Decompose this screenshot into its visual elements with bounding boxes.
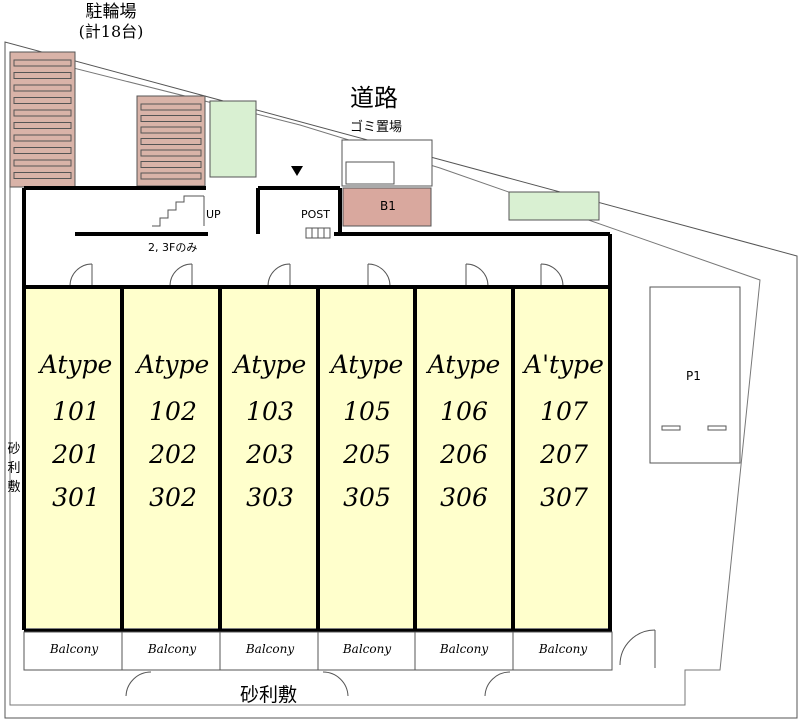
bike-slot <box>13 84 72 92</box>
balcony-label: Balcony <box>439 642 489 656</box>
unit-cell <box>222 289 316 628</box>
unit-type: Atype <box>233 350 307 379</box>
balcony-label: Balcony <box>342 642 392 656</box>
room-number: 103 <box>246 397 294 426</box>
door-swing <box>367 263 391 287</box>
door-swing <box>267 263 291 287</box>
door-swing <box>169 263 193 287</box>
room-number: 101 <box>52 397 100 426</box>
bike-slot <box>13 72 72 79</box>
room-number: 106 <box>440 397 488 426</box>
building-perimeter <box>9 51 761 706</box>
room-number: 201 <box>52 440 100 469</box>
balcony-label: Balcony <box>245 642 295 656</box>
planter-2 <box>508 191 600 221</box>
unit-type: Atype <box>427 350 501 379</box>
unit-cell <box>320 289 413 628</box>
balcony-dividers <box>121 632 514 670</box>
unit-column: Atype 105 205 305 <box>320 340 414 519</box>
bicycle-parking-label: 駐輪場 <box>85 2 137 22</box>
bike-slot <box>13 159 72 167</box>
stairs-up-label: UP <box>206 208 221 221</box>
unit-cell <box>26 289 120 628</box>
balcony-label: Balcony <box>49 642 99 656</box>
wheel-stop-right <box>707 425 727 431</box>
room-number: 302 <box>149 483 197 512</box>
unit-column: Atype 106 206 306 <box>417 340 511 519</box>
room-number: 306 <box>440 483 488 512</box>
room-number: 205 <box>343 440 391 469</box>
p1-label: P1 <box>686 369 701 383</box>
unit-column: A'type 107 207 307 <box>517 340 611 519</box>
b1-parking <box>342 187 432 227</box>
unit-column: Atype 103 203 303 <box>223 340 317 519</box>
balcony-label: Balcony <box>538 642 588 656</box>
side-door <box>619 629 656 668</box>
post-label: POST <box>301 208 330 221</box>
room-number: 207 <box>540 440 588 469</box>
room-number: 307 <box>540 483 588 512</box>
room-number: 303 <box>246 483 294 512</box>
garbage-label: ゴミ置場 <box>350 120 403 135</box>
bicycle-count-label: (計18台) <box>78 22 144 41</box>
wheel-stop-left <box>661 425 681 431</box>
room-number: 202 <box>149 440 197 469</box>
bike-slot <box>140 149 202 157</box>
bike-slot <box>13 134 72 142</box>
road-label: 道路 <box>350 84 398 112</box>
bike-slot <box>140 138 202 145</box>
stairs-icon <box>152 195 205 227</box>
room-number: 206 <box>440 440 488 469</box>
room-number: 203 <box>246 440 294 469</box>
site-boundary <box>4 41 798 719</box>
door-swing <box>69 263 93 287</box>
unit-type: Atype <box>136 350 210 379</box>
room-number: 301 <box>52 483 100 512</box>
corridor-walls <box>22 186 612 287</box>
gravel-side-label: 砂利敷 <box>7 442 21 495</box>
gravel-bottom-label: 砂利敷 <box>240 684 298 706</box>
bike-slot <box>140 103 202 111</box>
unit-cell <box>417 289 511 628</box>
planter-1 <box>209 100 257 178</box>
unit-cell <box>124 289 218 628</box>
room-number: 305 <box>343 483 391 512</box>
unit-type: A'type <box>524 350 604 379</box>
bike-slot <box>140 126 202 134</box>
p1-parking-space <box>649 286 741 464</box>
unit-cell <box>515 289 608 628</box>
entrance-arrow-icon <box>291 166 303 176</box>
door-swing <box>540 263 564 287</box>
unit-column: Atype 101 201 301 <box>29 340 123 519</box>
bicycle-rack-middle <box>136 95 206 187</box>
garbage-box <box>345 161 395 185</box>
unit-doors <box>69 263 564 287</box>
bike-slot <box>140 161 202 168</box>
unit-type: Atype <box>330 350 404 379</box>
bike-slot <box>140 115 202 122</box>
floors-note-label: 2, 3Fのみ <box>148 241 198 254</box>
unit-column: Atype 102 202 302 <box>126 340 220 519</box>
unit-type: Atype <box>39 350 113 379</box>
bike-slot <box>140 172 202 180</box>
bike-slot <box>13 59 72 67</box>
bike-slot <box>13 147 72 154</box>
bike-slot <box>13 172 72 179</box>
balcony-label: Balcony <box>147 642 197 656</box>
bike-slot <box>13 122 72 129</box>
bottom-gates <box>125 671 511 697</box>
bike-slot <box>13 109 72 117</box>
unit-blocks <box>22 287 612 630</box>
door-swing <box>465 263 489 287</box>
bicycle-rack-left <box>9 51 76 188</box>
b1-label: B1 <box>380 199 396 213</box>
room-number: 102 <box>149 397 197 426</box>
room-number: 105 <box>343 397 391 426</box>
mailbox-icon <box>305 227 331 239</box>
bicycle-rack-slots <box>13 59 202 180</box>
room-number: 107 <box>540 397 588 426</box>
bike-slot <box>13 97 72 104</box>
